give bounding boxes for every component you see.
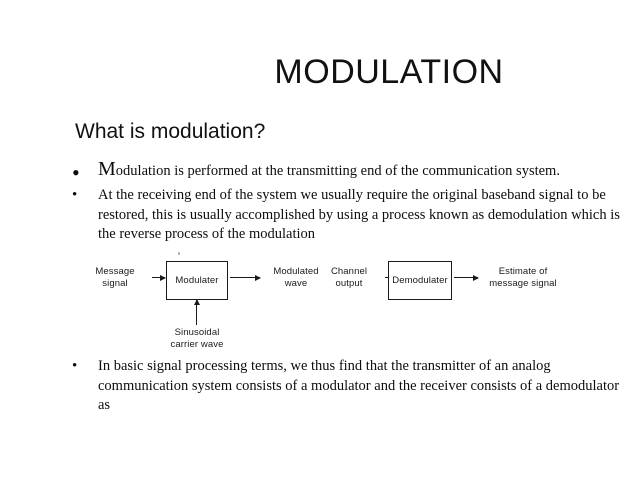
diagram-box-demodulator: Demodulater bbox=[388, 261, 452, 300]
bullet-text-rest: odulation is performed at the transmitti… bbox=[115, 163, 560, 179]
bullet-text: In basic signal processing terms, we thu… bbox=[98, 358, 620, 413]
bullet-text: At the receiving end of the system we us… bbox=[98, 187, 620, 242]
bullet-item: • Modulation is performed at the transmi… bbox=[72, 158, 624, 185]
diagram-box-modulator: Modulater bbox=[166, 261, 228, 300]
bullet-marker-icon: • bbox=[72, 160, 80, 185]
arrow-demodulator-to-estimate bbox=[454, 277, 478, 279]
dropcap-letter: M bbox=[98, 158, 116, 180]
section-heading: What is modulation? bbox=[75, 120, 266, 143]
arrow-carrier-to-modulator bbox=[196, 300, 198, 325]
bullet-marker-icon: • bbox=[72, 358, 78, 374]
arrow-message-to-modulator bbox=[152, 277, 165, 279]
bullet-item: • At the receiving end of the system we … bbox=[72, 186, 624, 245]
bullet-marker-icon: • bbox=[72, 187, 78, 203]
scan-speck bbox=[178, 252, 180, 255]
bullet-text: Modulation is performed at the transmitt… bbox=[98, 158, 624, 181]
arrow-modulator-to-wave bbox=[230, 277, 260, 279]
bullet-item: • In basic signal processing terms, we t… bbox=[72, 357, 624, 416]
page-title: MODULATION bbox=[274, 53, 504, 91]
